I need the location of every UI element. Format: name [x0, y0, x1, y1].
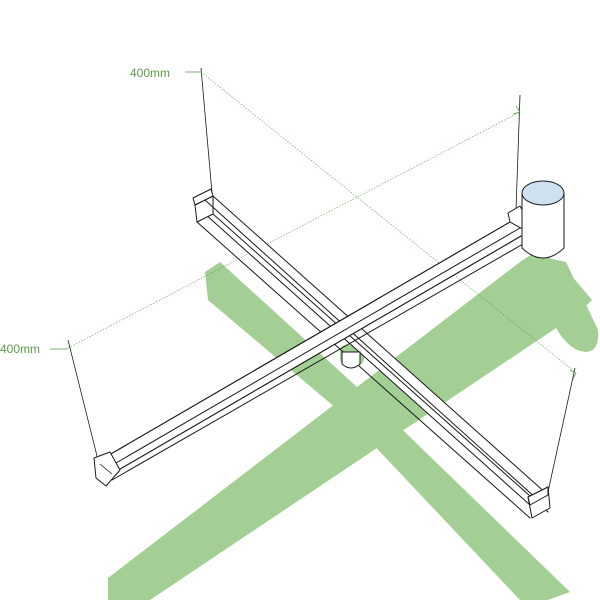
beam-end-cap	[93, 451, 121, 487]
cylinder-top	[521, 180, 565, 206]
dim-line-left	[67, 111, 521, 349]
rod-back-right	[515, 94, 521, 211]
rod-front-right	[547, 367, 576, 493]
dimension-lines	[50, 71, 577, 380]
dim-line-top	[200, 71, 576, 373]
beam-back-left-to-front-right	[192, 188, 551, 519]
cylinder-post	[521, 180, 565, 259]
dimension-label-top: 400mm	[130, 66, 170, 80]
rod-back-left	[200, 67, 213, 194]
dimension-label-left: 400mm	[0, 342, 40, 356]
beam-end-cap	[192, 188, 214, 206]
center-post	[341, 351, 361, 369]
support-rods	[67, 67, 576, 493]
rod-front-left	[67, 339, 99, 461]
